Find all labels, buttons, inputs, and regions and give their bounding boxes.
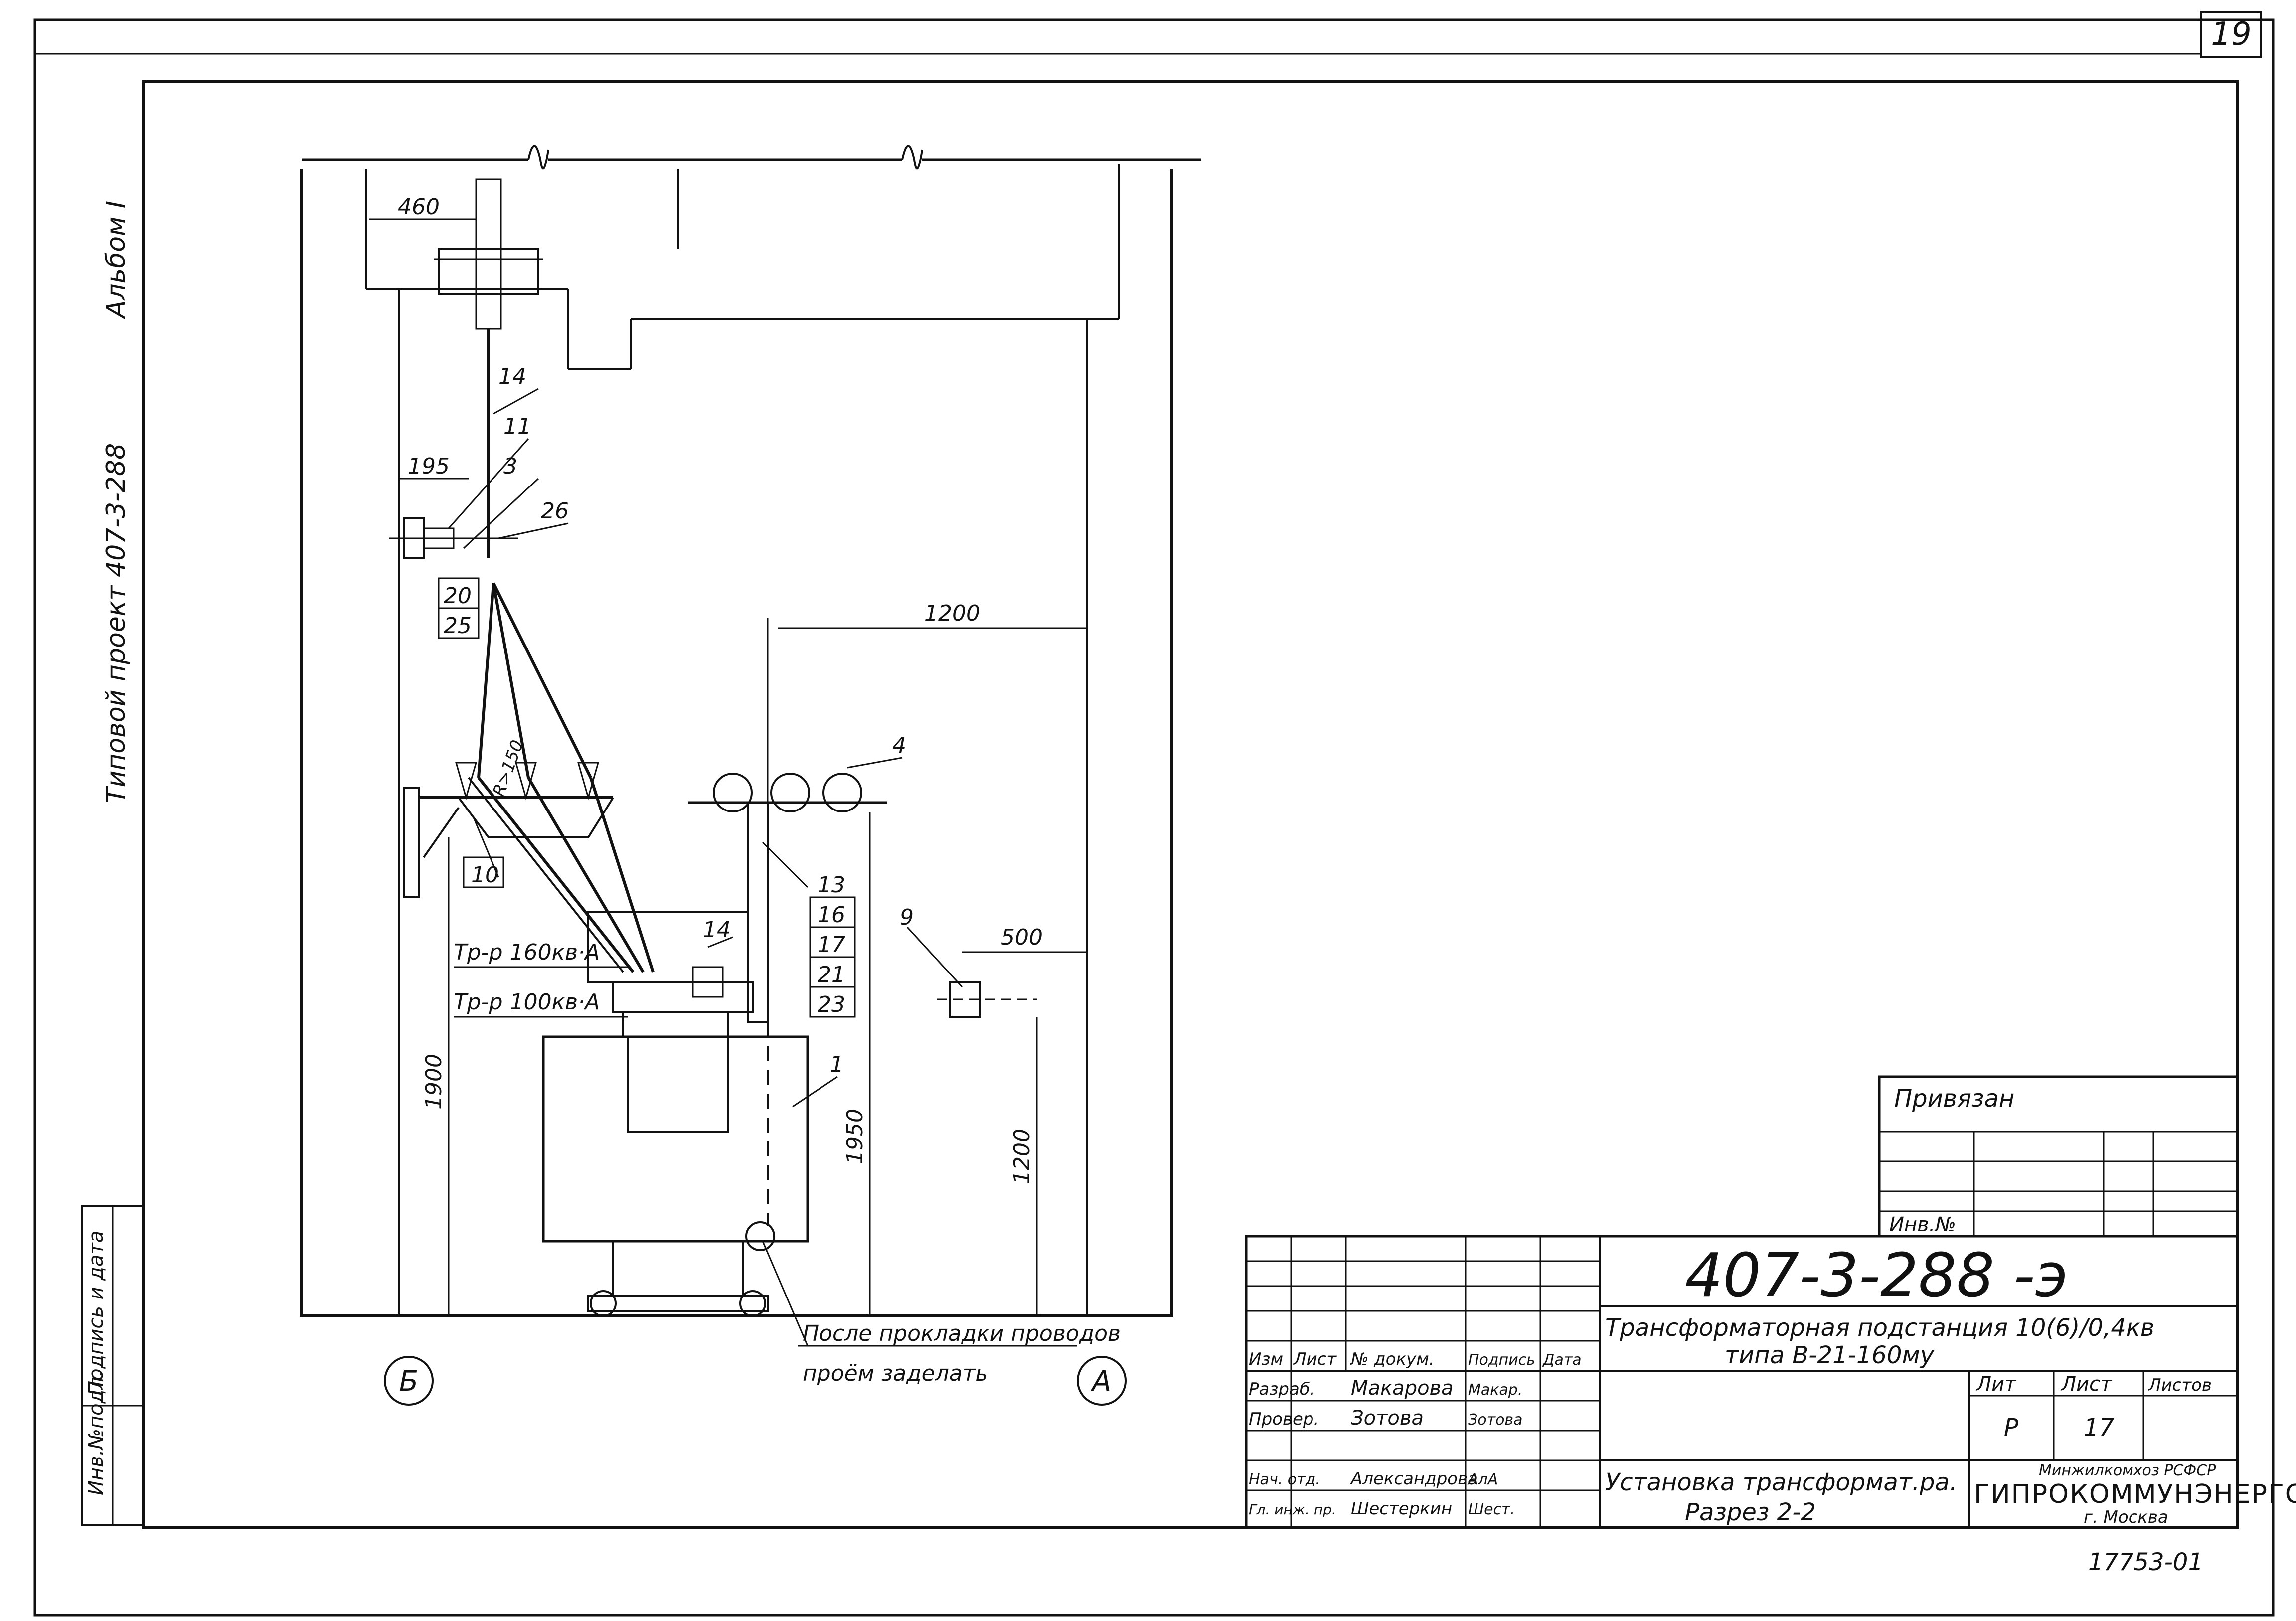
left-stamp: Инв.№подл. Подпись и дата bbox=[81, 1205, 145, 1526]
hdr-list: Лист bbox=[1293, 1349, 1337, 1369]
inv-label: Инв.№подл. bbox=[85, 1370, 108, 1495]
org: ГИПРОКОММУНЭНЕРГО bbox=[1974, 1479, 2296, 1509]
ministry: Минжилкомхоз РСФСР bbox=[2039, 1462, 2216, 1479]
role-3: Гл. инж. пр. bbox=[1249, 1501, 1336, 1518]
transformer bbox=[542, 911, 809, 1317]
callout-11: 11 bbox=[503, 414, 531, 439]
hdr-doc: № докум. bbox=[1350, 1349, 1435, 1369]
callout-23: 23 bbox=[818, 992, 845, 1017]
callout-1: 1 bbox=[830, 1052, 844, 1077]
callout-9: 9 bbox=[900, 905, 914, 930]
dim-1950: 1950 bbox=[842, 1109, 868, 1164]
doc-code: 407-3-288 -э bbox=[1685, 1241, 2068, 1310]
lists-label: Листов bbox=[2147, 1375, 2212, 1395]
outer-border bbox=[33, 18, 2275, 1617]
callout-17: 17 bbox=[818, 932, 845, 958]
dim-1200-vert: 1200 bbox=[1009, 1129, 1035, 1184]
axis-right-marker bbox=[1077, 1356, 1127, 1406]
dim-1900: 1900 bbox=[421, 1054, 447, 1110]
label-100: Тр-р 100кв·А bbox=[454, 989, 600, 1015]
title-block: Изм Лист № докум. Подпись Дата Разраб. М… bbox=[1245, 1235, 2296, 1529]
building-outline bbox=[300, 145, 1201, 1317]
binding-block: Привязан Инв.№ bbox=[1878, 1075, 2239, 1238]
callout-10: 10 bbox=[471, 862, 499, 888]
wall-bushing bbox=[434, 178, 543, 558]
device-9 bbox=[937, 981, 1037, 1018]
label-160: Тр-р 160кв·А bbox=[454, 940, 600, 965]
description-line2: типа В-21-160му bbox=[1725, 1341, 1935, 1369]
list-label: Лист bbox=[2060, 1373, 2113, 1396]
sign-0: Макар. bbox=[1468, 1381, 1522, 1399]
album-label: Альбом I bbox=[101, 201, 131, 319]
lit-label: Лит bbox=[1975, 1373, 2017, 1396]
axis-left: Б bbox=[399, 1365, 418, 1398]
role-1: Провер. bbox=[1249, 1409, 1319, 1429]
drawing-title-line2: Разрез 2-2 bbox=[1685, 1498, 1816, 1526]
callout-26: 26 bbox=[541, 498, 569, 524]
dim-460: 460 bbox=[398, 194, 440, 220]
callout-25: 25 bbox=[444, 613, 472, 639]
name-3: Шестеркин bbox=[1351, 1499, 1452, 1519]
axis-right: А bbox=[1091, 1365, 1111, 1398]
hdr-sign: Подпись bbox=[1468, 1351, 1535, 1369]
callout-4: 4 bbox=[892, 733, 906, 758]
callout-3: 3 bbox=[503, 454, 517, 479]
name-2: Александрова bbox=[1350, 1469, 1478, 1489]
role-2: Нач. отд. bbox=[1249, 1471, 1320, 1488]
dim-1200-top: 1200 bbox=[924, 601, 980, 626]
axis-left-marker bbox=[384, 1356, 434, 1406]
note-line1: После прокладки проводов bbox=[803, 1321, 1121, 1346]
name-1: Зотова bbox=[1351, 1407, 1424, 1430]
callout-20: 20 bbox=[444, 583, 472, 609]
callout-13: 13 bbox=[818, 872, 845, 898]
drawing-title-line1: Установка трансформат.ра. bbox=[1605, 1468, 1957, 1496]
callouts: 14 11 3 26 20 25 4 10 13 16 17 21 23 9 1… bbox=[438, 364, 963, 1108]
sign-1: Зотова bbox=[1468, 1411, 1522, 1429]
binding-inv: Инв.№ bbox=[1889, 1213, 1956, 1236]
sign-3: Шест. bbox=[1468, 1501, 1515, 1518]
callout-21: 21 bbox=[818, 962, 845, 987]
dim-195: 195 bbox=[408, 454, 450, 479]
sign-2: АлА bbox=[1467, 1471, 1498, 1488]
note-leader bbox=[762, 1241, 809, 1346]
binding-title: Привязан bbox=[1894, 1085, 2014, 1113]
side-insulator bbox=[389, 517, 518, 559]
dim-500: 500 bbox=[1001, 925, 1043, 950]
radius-label: R>150 bbox=[489, 737, 528, 799]
callout-14-top: 14 bbox=[498, 364, 526, 389]
drawing-frame bbox=[142, 80, 2239, 1529]
list-value: 17 bbox=[2084, 1414, 2115, 1442]
callout-14-low: 14 bbox=[703, 917, 731, 943]
role-0: Разраб. bbox=[1249, 1379, 1315, 1399]
right-insulators bbox=[688, 618, 887, 1251]
description-line1: Трансформаторная подстанция 10(6)/0,4кв bbox=[1605, 1314, 2154, 1342]
footer-code: 17753-01 bbox=[2088, 1548, 2203, 1576]
page-number-box bbox=[2200, 11, 2262, 58]
hdr-izm: Изм bbox=[1249, 1349, 1283, 1369]
project-label: Типовой проект 407-3-288 bbox=[101, 443, 131, 803]
name-0: Макарова bbox=[1351, 1377, 1454, 1400]
callout-16: 16 bbox=[818, 902, 845, 928]
hdr-date: Дата bbox=[1542, 1351, 1582, 1369]
sign-label: Подпись и дата bbox=[85, 1231, 108, 1396]
city: г. Москва bbox=[2084, 1507, 2168, 1527]
lit-value: Р bbox=[2004, 1414, 2018, 1442]
wires bbox=[468, 582, 655, 973]
page-number: 19 bbox=[2211, 16, 2251, 53]
note-line2: проём заделать bbox=[803, 1361, 988, 1386]
